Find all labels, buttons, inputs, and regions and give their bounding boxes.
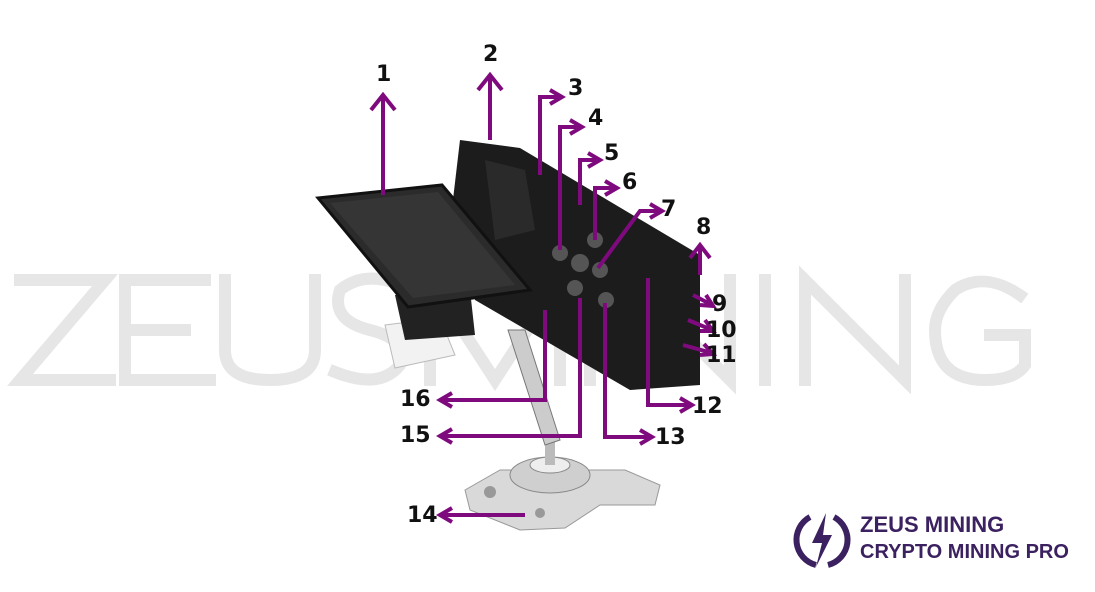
callout-12: 12	[692, 394, 723, 419]
callout-15: 15	[400, 423, 431, 448]
callout-arrows	[369, 71, 718, 524]
callout-8: 8	[696, 215, 712, 240]
callout-1: 1	[376, 62, 392, 87]
callout-3: 3	[568, 76, 584, 101]
callout-13: 13	[655, 425, 686, 450]
callout-6: 6	[622, 170, 638, 195]
stand-arm	[507, 329, 561, 446]
callout-14: 14	[407, 503, 438, 528]
control-buttons	[552, 232, 614, 308]
callout-9: 9	[712, 292, 728, 317]
zeus-mining-logo: ZEUS MINING CRYPTO MINING PRO	[790, 507, 1080, 573]
callout-7: 7	[661, 197, 677, 222]
callout-2: 2	[483, 42, 499, 67]
callout-4: 4	[588, 106, 604, 131]
lightning-bolt-icon	[793, 513, 851, 568]
callout-16: 16	[400, 387, 431, 412]
logo-title: ZEUS MINING	[860, 512, 1005, 537]
callout-10: 10	[706, 318, 737, 343]
logo-subtitle: CRYPTO MINING PRO	[860, 541, 1069, 563]
callout-11: 11	[706, 343, 737, 368]
callout-5: 5	[604, 141, 620, 166]
